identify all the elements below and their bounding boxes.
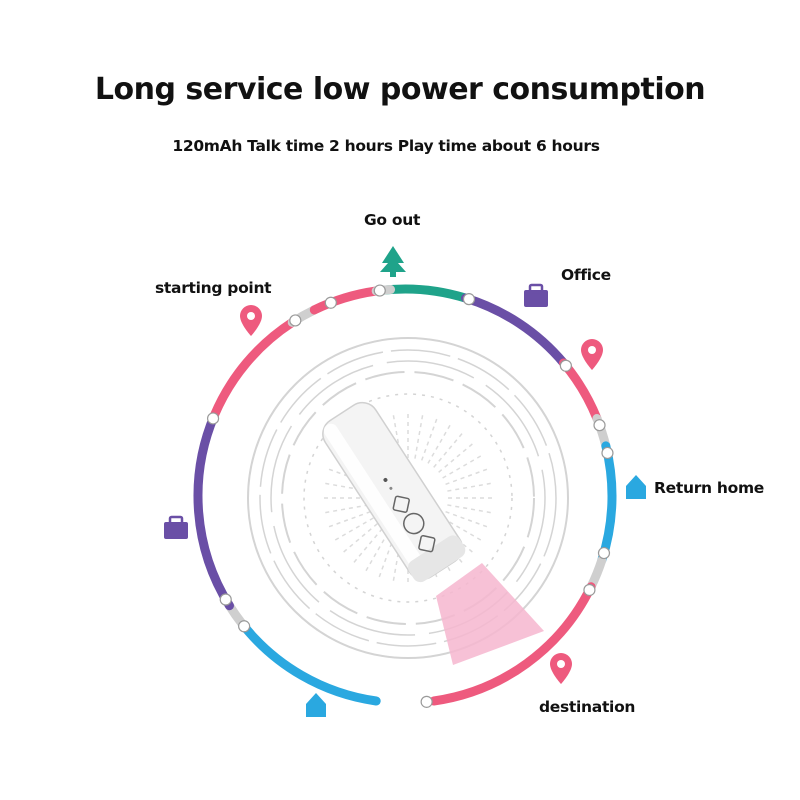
location-pin-icon (550, 653, 572, 684)
ring-node (238, 620, 251, 633)
ring-node (206, 412, 220, 425)
ring-segment (309, 286, 381, 315)
ring-node (373, 284, 386, 297)
ring-node (593, 419, 606, 432)
ring-segment (429, 582, 596, 706)
device-center-button (403, 512, 425, 535)
tree-icon (380, 246, 406, 277)
ring-node (601, 446, 614, 460)
ring-node (583, 583, 596, 597)
page-subtitle: 120mAh Talk time 2 hours Play time about… (172, 137, 600, 155)
ring-node (559, 359, 572, 372)
ring-node (324, 296, 337, 309)
radial-tick (447, 481, 495, 492)
background-rings (247, 337, 569, 659)
house-icon (306, 693, 326, 717)
radial-tick (363, 532, 389, 575)
radial-tick (331, 517, 374, 543)
radial-tick (442, 453, 485, 479)
label-office: Office (561, 266, 611, 284)
label-destination: destination (539, 698, 636, 716)
ring-node (219, 593, 232, 606)
ring-node (462, 293, 476, 306)
ring-segment (461, 293, 569, 368)
briefcase-icon (524, 283, 548, 307)
house-icon (626, 475, 646, 499)
radial-tick (340, 523, 378, 556)
label-return-home: Return home (654, 479, 765, 497)
location-pin-icon (581, 339, 603, 370)
ring-segment (209, 317, 297, 420)
radial-tick (442, 517, 485, 543)
ring-nodes (206, 284, 614, 708)
device (322, 401, 466, 583)
label-starting-point: starting point (155, 279, 272, 297)
device-down-button (418, 534, 436, 553)
radial-tick (321, 504, 369, 515)
radial-tick (427, 421, 453, 464)
radial-tick (414, 411, 425, 459)
label-go-out: Go out (364, 211, 421, 229)
ring-segment (193, 410, 234, 611)
radial-tick (350, 528, 383, 566)
radial-tick (433, 430, 466, 468)
device-indicator-light (383, 477, 388, 482)
radial-tick (447, 504, 495, 515)
ring-segment (559, 358, 602, 423)
location-pin-icon (240, 305, 262, 336)
briefcase-icon (164, 515, 188, 539)
ring-node (289, 314, 302, 327)
journey-ring (193, 284, 617, 706)
ring-segment (237, 618, 381, 706)
radial-tick (445, 510, 491, 529)
radial-tick (445, 467, 491, 486)
ring-node (597, 546, 611, 560)
radial-tick (420, 415, 439, 461)
radial-tick (325, 510, 371, 529)
ring-node (420, 695, 433, 708)
laser-beam (436, 563, 544, 665)
ring-segment (597, 441, 617, 565)
page-title: Long service low power consumption (94, 72, 706, 107)
radial-tick (438, 440, 476, 473)
device-up-button (392, 495, 410, 513)
